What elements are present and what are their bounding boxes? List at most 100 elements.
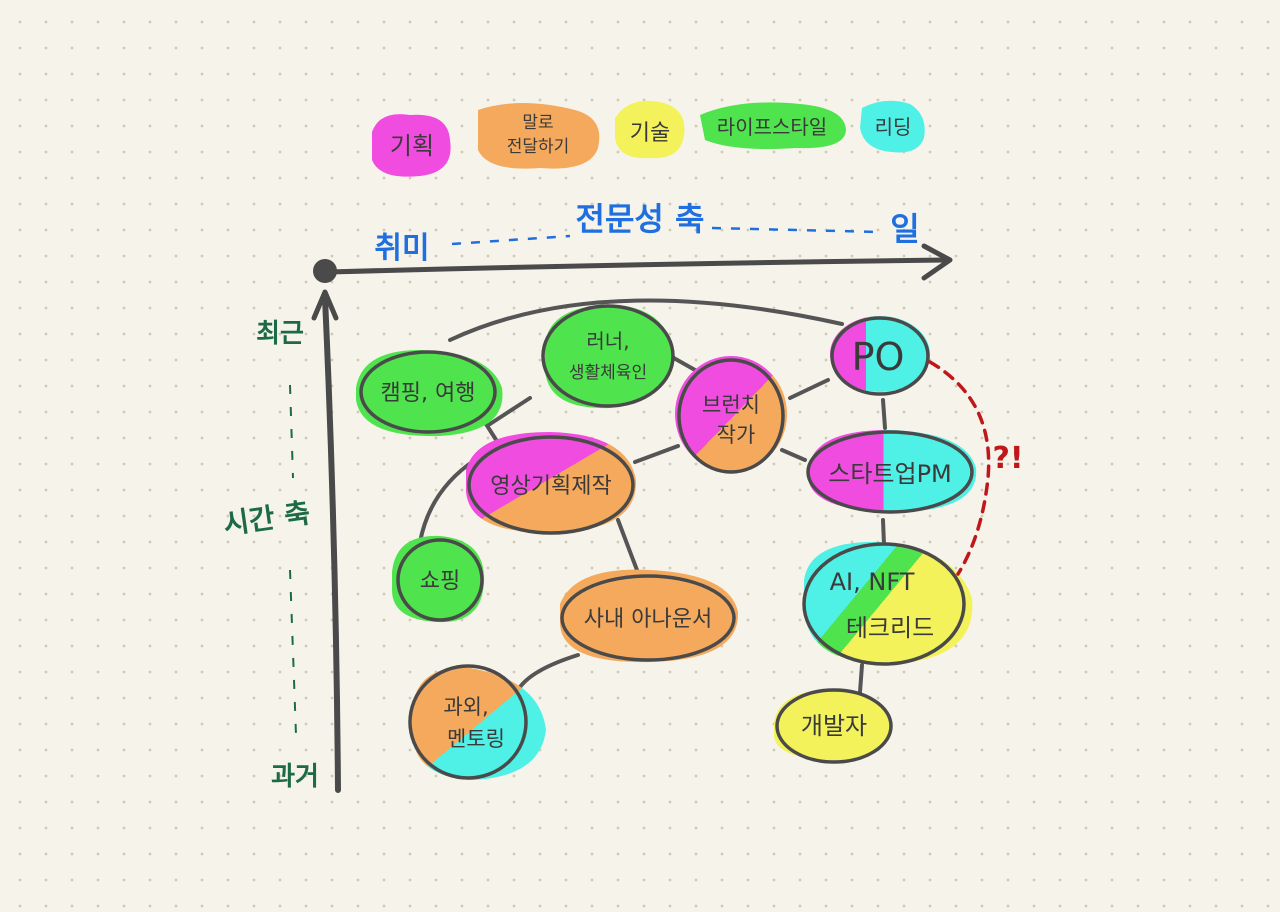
node-shopping-fill: [392, 535, 485, 623]
legend-swatch-planning: [372, 114, 451, 177]
origin-dot: [313, 259, 337, 283]
node-po: PO: [830, 316, 930, 396]
node-po-fill: [830, 316, 930, 392]
connector-brunch-po: [788, 378, 830, 400]
node-startup-pm-outline: [806, 430, 974, 514]
node-runner-label: 러너, 생활체육인: [569, 329, 647, 383]
node-ai-nft-techlead: AI, NFT 테크리드: [802, 541, 973, 666]
connector-camping-runner: [488, 396, 532, 426]
node-video-production-outline: [467, 435, 635, 535]
connector-video-brunch: [633, 444, 680, 464]
red-dashed-link-po-ainft: [928, 360, 991, 576]
node-brunch-writer-outline: [677, 358, 785, 474]
connector-video-announcer: [616, 518, 642, 580]
node-startup-pm-label: 스타트업PM: [828, 460, 952, 488]
node-in-house-announcer-label: 사내 아나운서: [584, 607, 712, 632]
node-runner-outline: [541, 304, 675, 408]
legend-label-speaking-line1: 말로: [522, 113, 553, 133]
x-axis-label-expertise: 전문성 축: [576, 200, 705, 238]
node-video-production-fill: [466, 432, 637, 533]
connector-brunch-startup: [780, 448, 807, 462]
node-ai-nft-techlead-fill: [804, 541, 973, 664]
node-camping-travel-label: 캠핑, 여행: [381, 381, 476, 406]
node-runner-fill: [545, 304, 673, 409]
node-ai-nft-techlead-line2: 테크리드: [846, 614, 934, 642]
node-brunch-writer-fill: [675, 356, 787, 472]
node-tutoring-mentoring-line1: 과외,: [443, 695, 488, 719]
x-axis-dash-left: [451, 234, 571, 246]
node-startup-pm-fill: [808, 430, 977, 512]
node-tutoring-mentoring-label: 과외, 멘토링: [443, 695, 505, 751]
node-in-house-announcer-fill: [560, 569, 739, 663]
node-po-outline: [830, 316, 930, 396]
y-axis-arrowhead: [311, 289, 339, 321]
node-in-house-announcer: 사내 아나운서: [560, 569, 739, 663]
legend-item-leading: 리딩: [860, 100, 925, 153]
node-video-production: 영상기획제작: [466, 432, 637, 535]
node-startup-pm: 스타트업PM: [806, 430, 977, 514]
x-axis-label-work: 일: [890, 210, 919, 248]
legend-label-lifestyle: 라이프스타일: [717, 115, 827, 139]
legend-swatch-tech: [615, 100, 685, 159]
node-in-house-announcer-outline: [560, 574, 736, 662]
node-shopping: 쇼핑: [392, 535, 485, 623]
legend-swatch-speaking: [478, 103, 600, 169]
node-developer-fill: [774, 690, 890, 761]
connector-video-shopping: [418, 458, 477, 544]
x-axis-label-hobby: 취미: [374, 231, 429, 266]
node-brunch-writer-line1: 브런치: [702, 393, 760, 417]
node-po-label: PO: [852, 335, 905, 379]
node-brunch-writer-line2: 작가: [717, 423, 756, 447]
node-ai-nft-techlead-outline: [802, 542, 966, 666]
legend-item-planning: 기획: [372, 114, 451, 177]
node-shopping-label: 쇼핑: [420, 569, 460, 594]
node-camping-travel-outline: [359, 350, 497, 434]
node-runner: 러너, 생활체육인: [541, 304, 675, 409]
node-runner-line2: 생활체육인: [569, 363, 647, 383]
node-developer-outline: [775, 688, 893, 764]
connector-camping-po: [448, 298, 844, 342]
legend-swatch-leading: [860, 100, 925, 153]
node-tutoring-mentoring: 과외, 멘토링: [408, 664, 546, 780]
node-ai-nft-techlead-line1: AI, NFT: [830, 568, 915, 596]
connector-runner-brunch: [670, 355, 697, 372]
node-tutoring-mentoring-fill: [412, 667, 546, 780]
node-camping-travel-fill: [356, 350, 503, 437]
connector-ainft-developer: [858, 663, 864, 694]
connector-announcer-tutor: [516, 653, 580, 692]
legend-item-lifestyle: 라이프스타일: [700, 102, 846, 149]
connector-startup-ainft: [881, 518, 886, 547]
y-axis-line: [322, 295, 341, 793]
legend-swatch-lifestyle: [700, 102, 846, 149]
node-tutoring-mentoring-outline: [408, 664, 528, 780]
node-ai-nft-techlead-label: AI, NFT 테크리드: [830, 568, 935, 642]
x-axis-arrowhead: [921, 243, 953, 281]
y-axis-dash-top: [289, 384, 294, 479]
connector-po-startup: [881, 398, 887, 430]
axes: 취미 전문성 축 일 최근 시간 축 과거: [221, 200, 953, 793]
x-axis-line: [325, 257, 948, 275]
y-axis-dash-bottom: [289, 569, 297, 736]
y-axis-label-past: 과거: [271, 762, 319, 792]
node-camping-travel: 캠핑, 여행: [356, 350, 503, 437]
question-mark: ?!: [992, 441, 1023, 476]
x-axis-dash-right: [711, 226, 881, 234]
legend-label-leading: 리딩: [875, 115, 912, 139]
node-developer: 개발자: [774, 688, 893, 764]
node-tutoring-mentoring-line2: 멘토링: [447, 727, 505, 751]
legend-label-speaking-line2: 전달하기: [507, 137, 570, 157]
legend-item-tech: 기술: [615, 100, 685, 159]
node-video-production-label: 영상기획제작: [490, 474, 611, 499]
node-runner-line1: 러너,: [586, 329, 629, 353]
y-axis-label-time: 시간 축: [221, 496, 312, 541]
legend-label-tech: 기술: [630, 121, 670, 146]
legend-label-planning: 기획: [390, 132, 434, 160]
node-shopping-outline: [396, 538, 484, 622]
node-developer-label: 개발자: [801, 712, 867, 740]
